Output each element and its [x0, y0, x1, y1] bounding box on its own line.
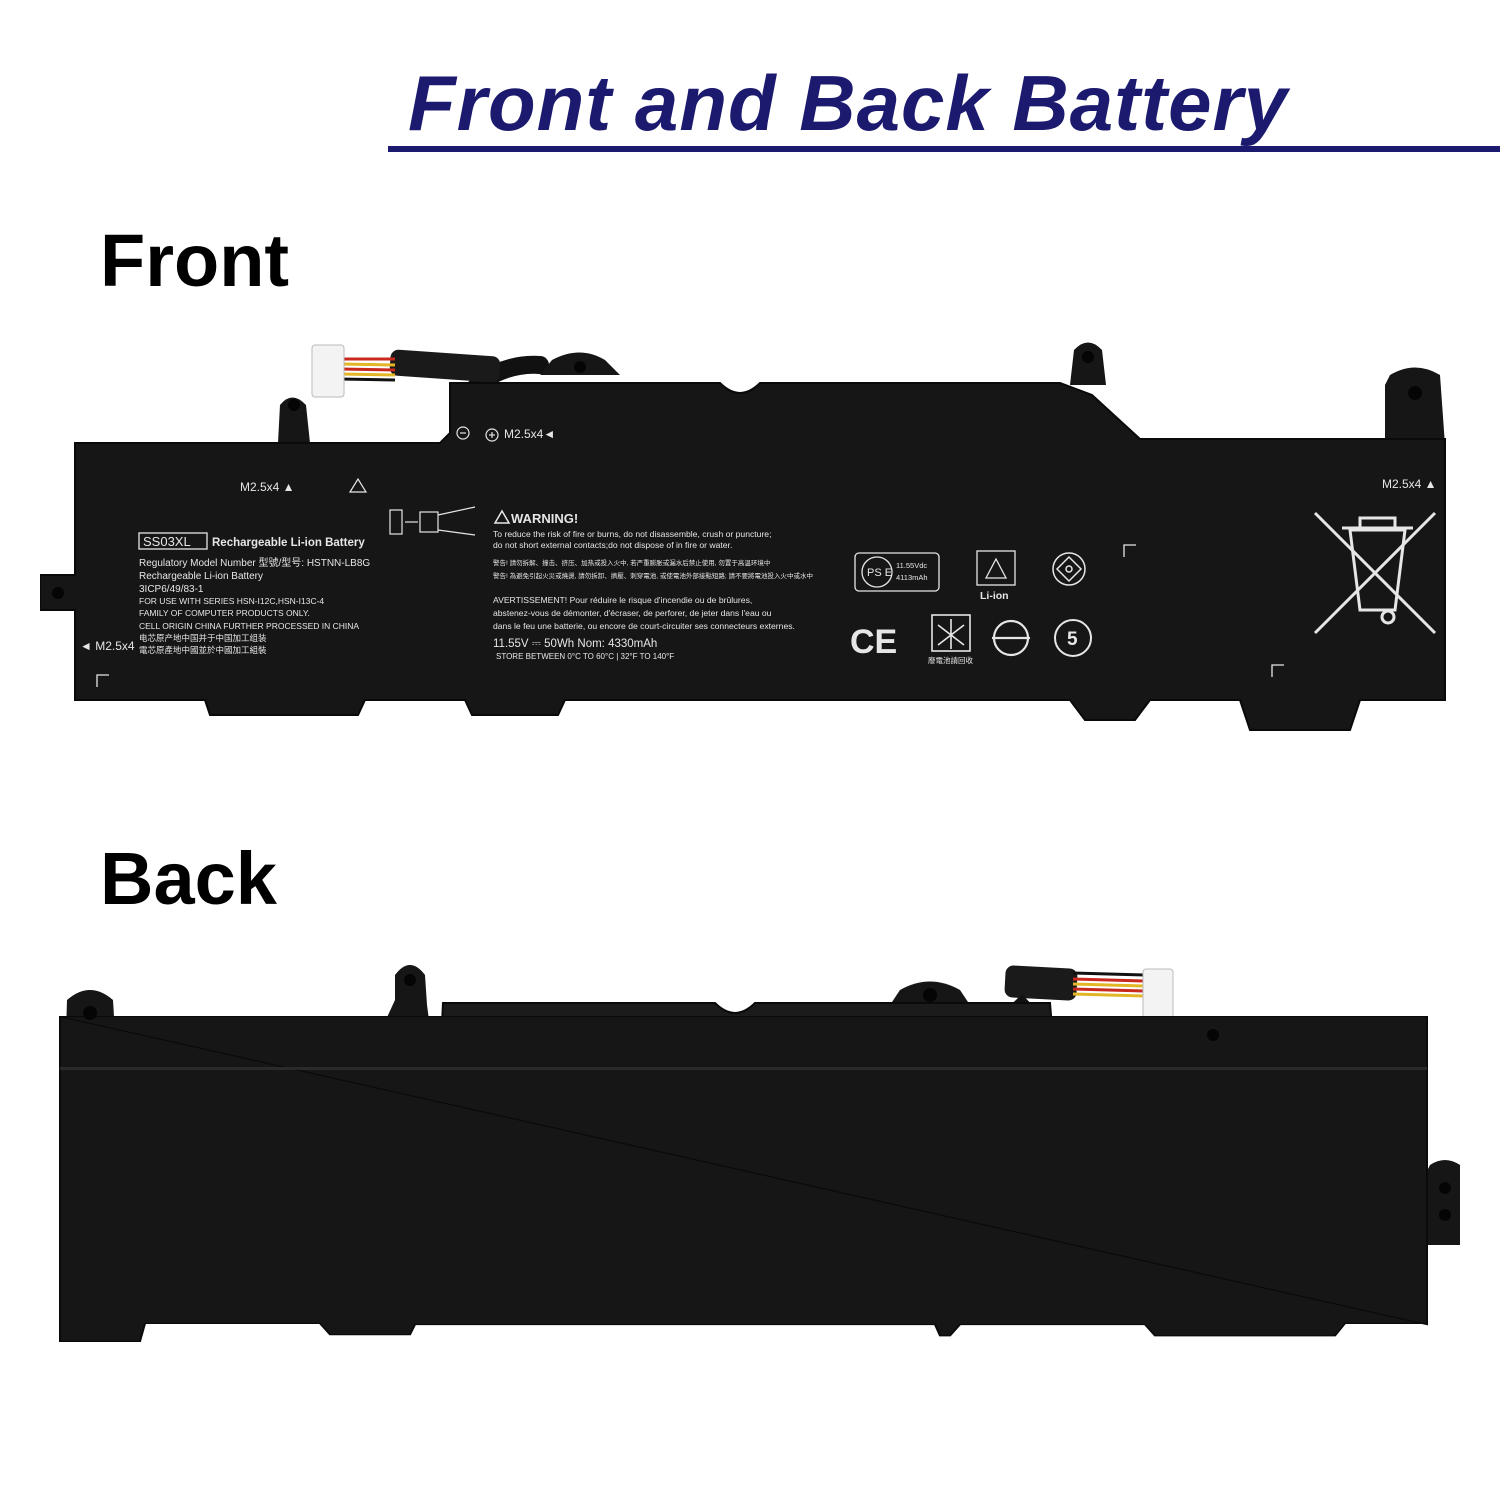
svg-text:PS E: PS E: [867, 567, 892, 579]
corner-marks: [96, 544, 1284, 687]
recycle-caption: 廢電池請回收: [928, 655, 973, 665]
battery-rating: 11.55V ⎓ 50Wh Nom: 4330mAh: [493, 638, 657, 650]
front-section-label: Front: [100, 219, 290, 302]
pse-voltage: 11.55Vdc: [896, 561, 927, 570]
front-screw-mark: M2.5x4◄: [504, 427, 555, 441]
front-battery-photo: M2.5x4 ▲ M2.5x4◄ M2.5x4 ▲ ◄ M2.5x4 SS03X…: [40, 342, 1446, 731]
avertissement-line: AVERTISSEMENT! Pour réduire le risque d'…: [493, 595, 752, 605]
front-cable: [311, 344, 549, 404]
model-number: SS03XL: [143, 534, 191, 549]
spec-line: 3ICP6/49/83-1: [139, 584, 204, 595]
front-screw-mark: ◄ M2.5x4: [80, 639, 135, 653]
polarity-icon: [456, 426, 499, 442]
page-heading: Front and Back Battery: [0, 0, 1500, 170]
crossed-bin-icon: [1313, 511, 1437, 635]
title-underline: [388, 146, 1500, 152]
front-mount-holes: [52, 351, 1422, 599]
warning-title: WARNING!: [511, 511, 578, 526]
front-connector-icon: [311, 344, 345, 398]
pse-mark-icon: PS E 11.55Vdc 4113mAh: [854, 552, 940, 592]
avertissement-line: dans le feu une batterie, ou encore de c…: [493, 621, 795, 631]
spec-line: Regulatory Model Number 型號/型号: HSTNN-LB8…: [139, 556, 370, 569]
front-battery-body: [40, 382, 1446, 731]
spec-line: FOR USE WITH SERIES HSN-I12C,HSN-I13C-4: [139, 596, 324, 606]
front-screw-mark: M2.5x4 ▲: [240, 480, 295, 494]
environment-year-icon: 5: [1054, 619, 1092, 657]
warning-line: 警告! 為避免引起火災或燒燙, 請勿拆卸、擠壓、刺穿電池, 或使電池外部接點短路…: [493, 571, 813, 580]
storage-range: STORE BETWEEN 0°C TO 60°C | 32°F TO 140°…: [496, 652, 674, 661]
svg-text:5: 5: [1067, 629, 1078, 650]
back-battery-body: [59, 1016, 1428, 1342]
spec-line: 电芯原产地中国并于中国加工组装: [139, 633, 267, 643]
caution-icon: [348, 477, 368, 493]
page-title: Front and Back Battery: [408, 59, 1289, 147]
back-section-label: Back: [100, 837, 277, 920]
liion-label: Li-ion: [980, 590, 1009, 602]
warning-line: do not short external contacts;do not di…: [493, 540, 732, 550]
spec-line: CELL ORIGIN CHINA FURTHER PROCESSED IN C…: [139, 621, 359, 631]
product-line: Rechargeable Li-ion Battery: [212, 537, 365, 549]
no-dispose-icon: [992, 619, 1030, 657]
warning-line: 警告! 請勿拆解、撞击、挤压、加热或投入火中, 若严重膨胀或漏水后禁止使用, 勿…: [493, 558, 770, 567]
avertissement-line: abstenez-vous de démonter, d'écraser, de…: [493, 608, 772, 618]
back-battery-photo: [59, 965, 1460, 1342]
spec-line: Rechargeable Li-ion Battery: [139, 571, 263, 582]
model-box: [138, 532, 208, 550]
back-connector-icon: [1142, 968, 1174, 1020]
recycle-liion-icon: Li-ion: [976, 550, 1016, 602]
front-screw-mark: M2.5x4 ▲: [1382, 477, 1437, 491]
recycle-arrows-icon: 廢電池請回收: [928, 614, 973, 665]
spec-line: 電芯原產地中國並於中國加工組裝: [139, 645, 267, 655]
warning-icon: [493, 509, 511, 524]
back-edge-highlight: [60, 1067, 1427, 1070]
safety-mark-icon: [1052, 552, 1086, 586]
back-mount-holes: [83, 974, 1451, 1221]
ce-mark-icon: CE: [850, 623, 897, 661]
warning-line: To reduce the risk of fire or burns, do …: [493, 529, 771, 539]
connector-diagram-icon: [389, 506, 476, 536]
spec-line: FAMILY OF COMPUTER PRODUCTS ONLY.: [139, 608, 310, 618]
pse-capacity: 4113mAh: [896, 573, 928, 582]
